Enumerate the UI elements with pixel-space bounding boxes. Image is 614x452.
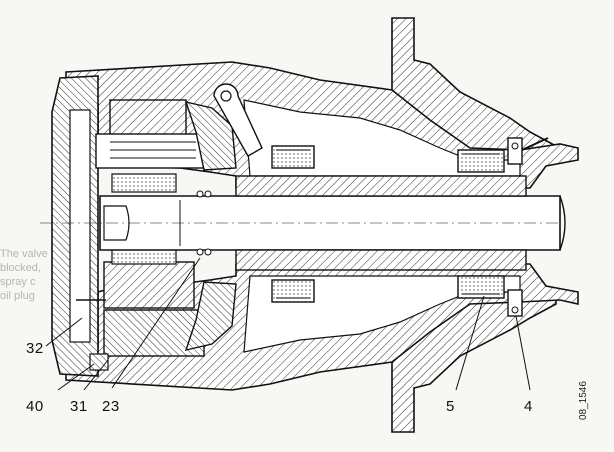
bearing-outer-upper — [457, 149, 505, 173]
planet-gear-upper — [95, 99, 207, 193]
seal-ring-lower-2 — [204, 248, 212, 256]
sensor-lead — [521, 137, 549, 151]
lock-pin-lower — [511, 306, 519, 314]
bleed-through-text: The valve blocked, spray c oil plug — [0, 248, 48, 302]
spindle-wall-lower — [235, 249, 527, 271]
callout-31: 31 — [70, 398, 88, 415]
ring-gear-upper — [184, 101, 237, 171]
leader-lines — [45, 257, 531, 391]
ring-gear-lower — [184, 281, 237, 351]
bleed-line-2: blocked, — [0, 262, 41, 274]
bleed-line-3: spray c — [0, 276, 36, 288]
callout-32: 32 — [26, 340, 44, 357]
leader-40 — [57, 363, 95, 391]
leader-31 — [83, 359, 109, 391]
figure-id: 08_1546 — [578, 381, 589, 420]
bleed-line-4: oil plug — [0, 290, 35, 302]
axle-nut-lower — [507, 289, 523, 317]
lock-pin-upper — [511, 142, 519, 150]
drain-plug — [89, 353, 109, 371]
leader-4 — [515, 315, 531, 391]
bearing-outer-lower — [457, 275, 505, 299]
callout-5: 5 — [446, 398, 455, 415]
lever-arm — [213, 83, 263, 157]
lever-pivot — [220, 90, 232, 102]
spindle-wall-upper — [235, 175, 527, 197]
shaft-break-line — [559, 195, 566, 251]
seal-ring-upper-2 — [204, 190, 212, 198]
callout-40: 40 — [26, 398, 44, 415]
end-cover-recess — [69, 109, 91, 343]
axle-nut-upper — [507, 137, 523, 165]
callout-4: 4 — [524, 398, 533, 415]
seal-ring-upper — [196, 190, 204, 198]
callout-23: 23 — [102, 398, 120, 415]
bearing-inner-lower — [271, 279, 315, 303]
bearing-inner-upper — [271, 145, 315, 169]
seal-ring-lower — [196, 248, 204, 256]
leader-32 — [45, 317, 83, 347]
leader-5 — [455, 295, 485, 391]
bleed-line-1: The valve — [0, 248, 48, 260]
leader-23 — [111, 257, 201, 389]
